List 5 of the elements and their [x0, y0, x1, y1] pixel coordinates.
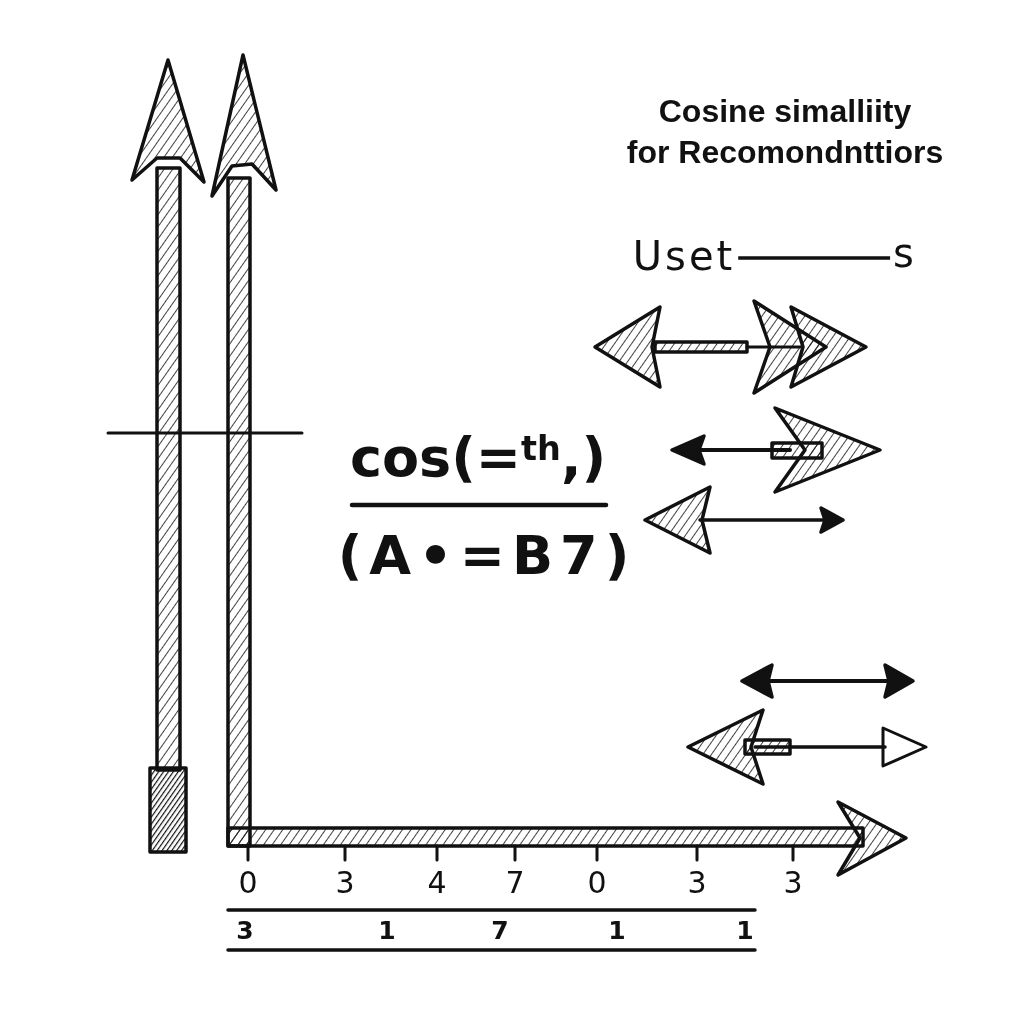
table-value: 1 — [736, 917, 754, 945]
table-value: 1 — [378, 917, 396, 945]
table-value: 7 — [491, 917, 509, 945]
table-value: 3 — [236, 917, 254, 945]
table-value: 1 — [608, 917, 626, 945]
